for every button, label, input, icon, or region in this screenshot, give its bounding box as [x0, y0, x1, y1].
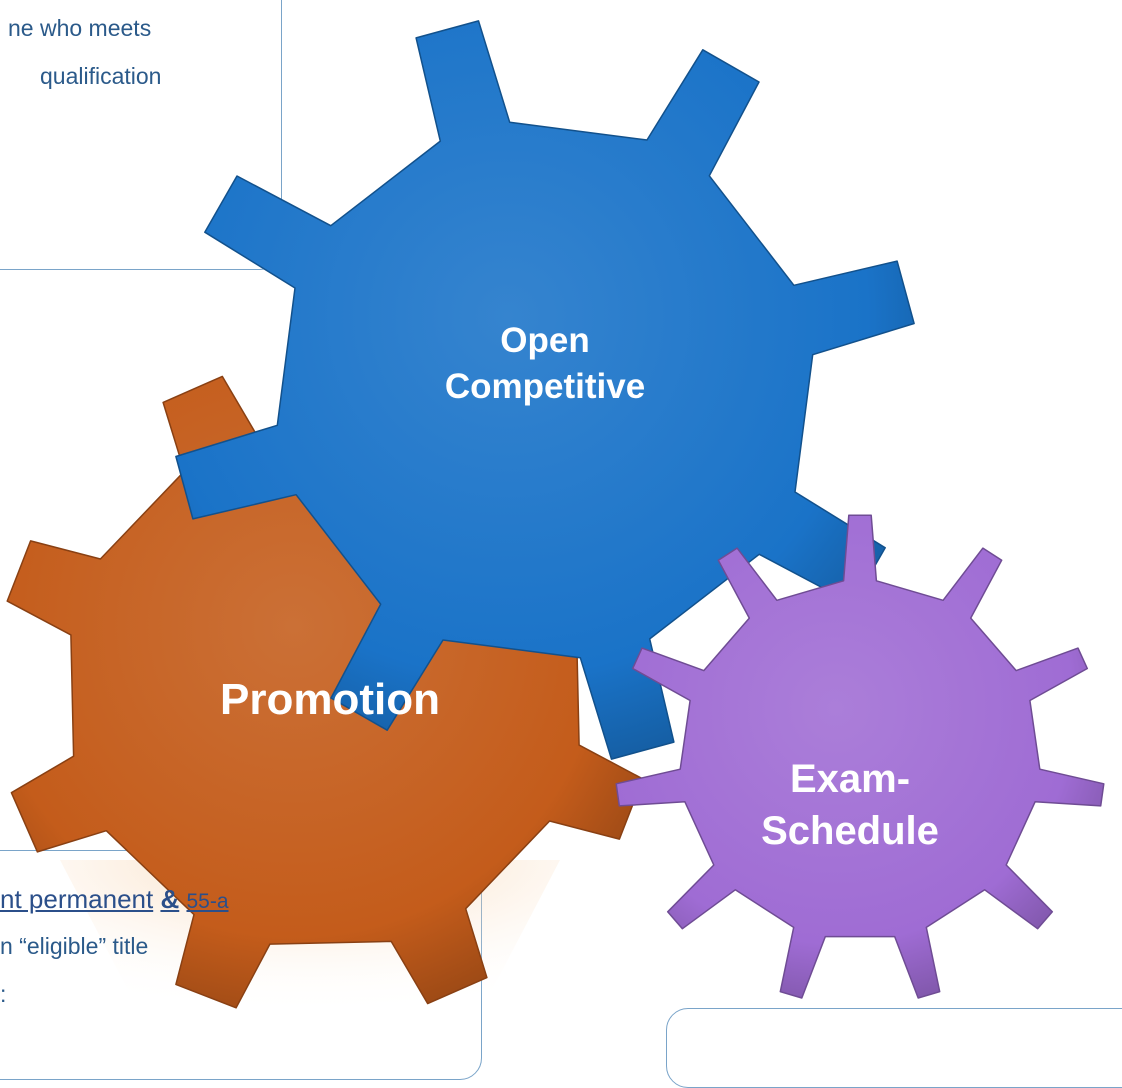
bottom-box-line-1-tail: 55-a — [186, 890, 229, 913]
bottom-box-line-3: : — [0, 981, 7, 1007]
open-competitive-label-line-1: Open — [500, 321, 590, 360]
gears-diagram — [6, 20, 1105, 1032]
bottom-box-line-2: n “eligible” title — [0, 933, 149, 959]
top-box-line-2: qualification — [40, 63, 162, 89]
bottom-box-line-1-amp: & — [160, 884, 180, 914]
open-competitive-label: Open Competitive — [405, 318, 685, 410]
exam-schedule-gear-body — [615, 514, 1105, 999]
top-box-line-1: ne who meets — [8, 15, 152, 41]
exam-schedule-gear — [615, 514, 1105, 999]
exam-schedule-label-line-1: Exam- — [789, 757, 911, 801]
promotion-label: Promotion — [220, 675, 440, 724]
bottom-box-line-1: nt permanent & 55-a — [0, 883, 229, 918]
exam-schedule-label-line-2: Schedule — [761, 809, 939, 853]
open-competitive-label-line-2: Competitive — [444, 367, 646, 406]
bottom-box-line-1-underlined: nt permanent — [0, 884, 154, 914]
exam-schedule-label: Exam- Schedule — [720, 753, 980, 857]
